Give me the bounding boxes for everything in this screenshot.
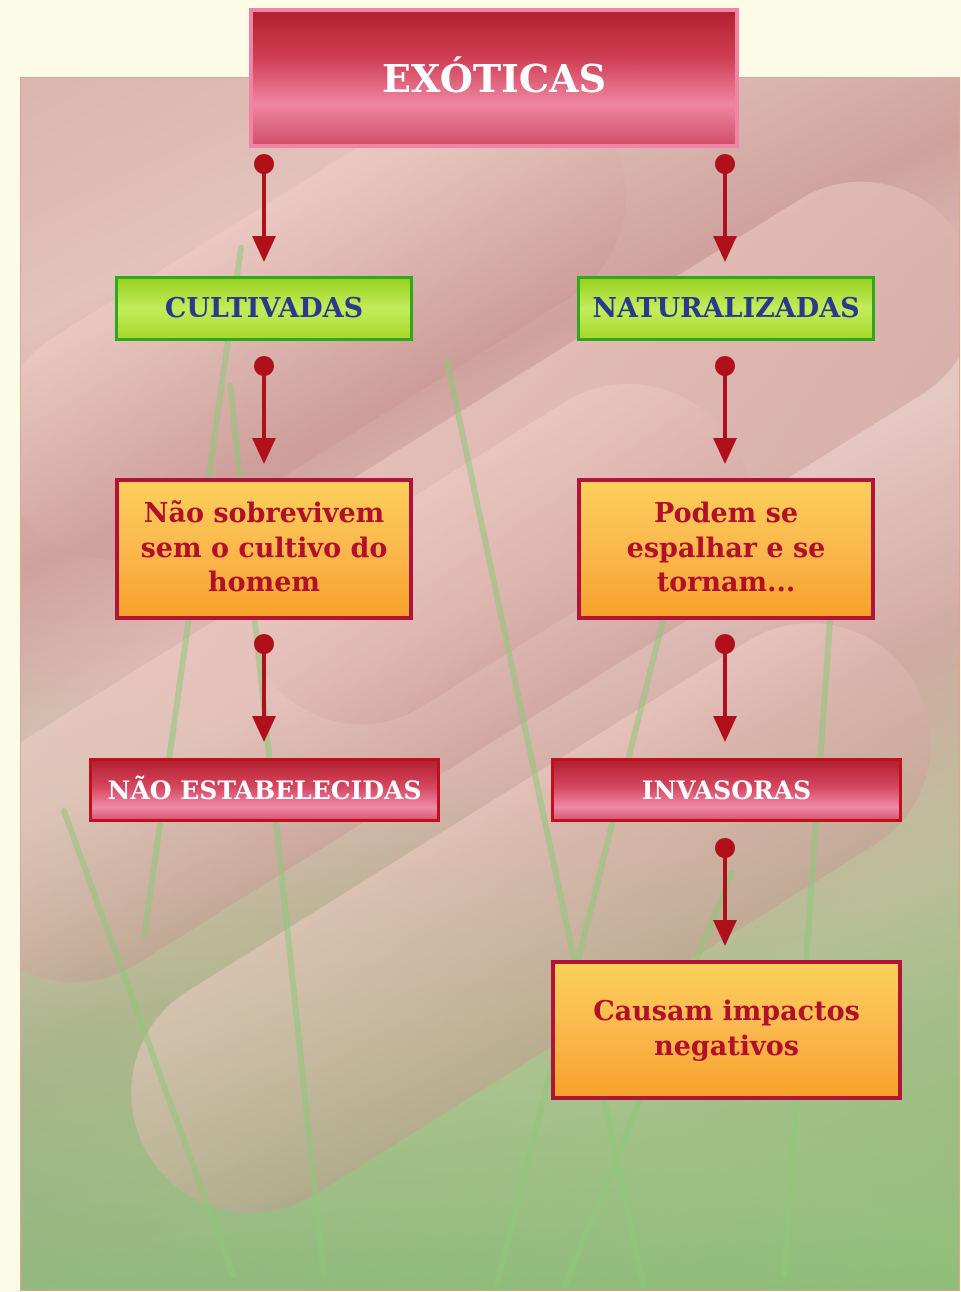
arrow-description-to-invasoras <box>713 634 737 742</box>
nao-estabelecidas-box: NÃO ESTABELECIDAS <box>89 758 440 822</box>
nao-estabelecidas-label: NÃO ESTABELECIDAS <box>107 776 421 805</box>
cultivadas-description: Não sobrevivem sem o cultivo do homem <box>131 497 397 601</box>
arrow-title-to-naturalizadas <box>713 154 737 262</box>
cultivadas-box: CULTIVADAS <box>115 276 413 341</box>
arrow-description-to-nao-estabelecidas <box>252 634 276 742</box>
title-box: EXÓTICAS <box>249 8 739 148</box>
invasoras-label: INVASORAS <box>642 776 811 805</box>
naturalizadas-box: NATURALIZADAS <box>577 276 875 341</box>
invasoras-box: INVASORAS <box>551 758 902 822</box>
consequence-box: Causam impactos negativos <box>551 960 902 1100</box>
naturalizadas-description-box: Podem se espalhar e se tornam... <box>577 478 875 620</box>
background-photo <box>20 77 960 1291</box>
naturalizadas-description: Podem se espalhar e se tornam... <box>593 497 859 601</box>
arrow-invasoras-to-consequence <box>713 838 737 946</box>
title-text: EXÓTICAS <box>382 56 606 101</box>
consequence-text: Causam impactos negativos <box>575 995 878 1064</box>
naturalizadas-label: NATURALIZADAS <box>592 293 859 324</box>
cultivadas-description-box: Não sobrevivem sem o cultivo do homem <box>115 478 413 620</box>
cultivadas-label: CULTIVADAS <box>165 293 363 324</box>
arrow-naturalizadas-to-description <box>713 356 737 464</box>
arrow-title-to-cultivadas <box>252 154 276 262</box>
arrow-cultivadas-to-description <box>252 356 276 464</box>
